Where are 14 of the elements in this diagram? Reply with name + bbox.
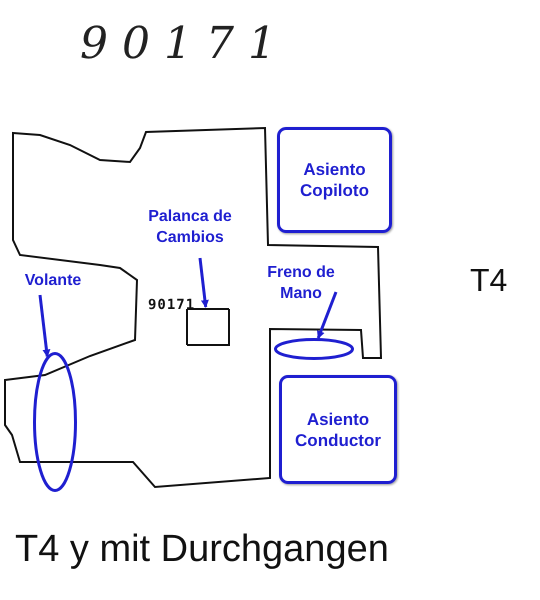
model-label: T4 (470, 262, 508, 299)
arrow (316, 291, 338, 339)
caption: T4 y mit Durchgangen (15, 528, 389, 571)
callout-label: Palanca de Cambios (130, 204, 250, 250)
part-number: 90171 (148, 297, 196, 313)
arrow (38, 294, 50, 358)
callout-label: Volante (12, 268, 94, 292)
arrow (198, 258, 209, 308)
seat-box: Asiento Conductor (279, 375, 397, 484)
seat-box: Asiento Copiloto (277, 127, 392, 233)
highlight-ellipse (33, 352, 77, 492)
highlight-ellipse (274, 338, 354, 360)
callout-label: Freno de Mano (252, 262, 350, 304)
handwritten-number: 90171 (80, 18, 290, 69)
